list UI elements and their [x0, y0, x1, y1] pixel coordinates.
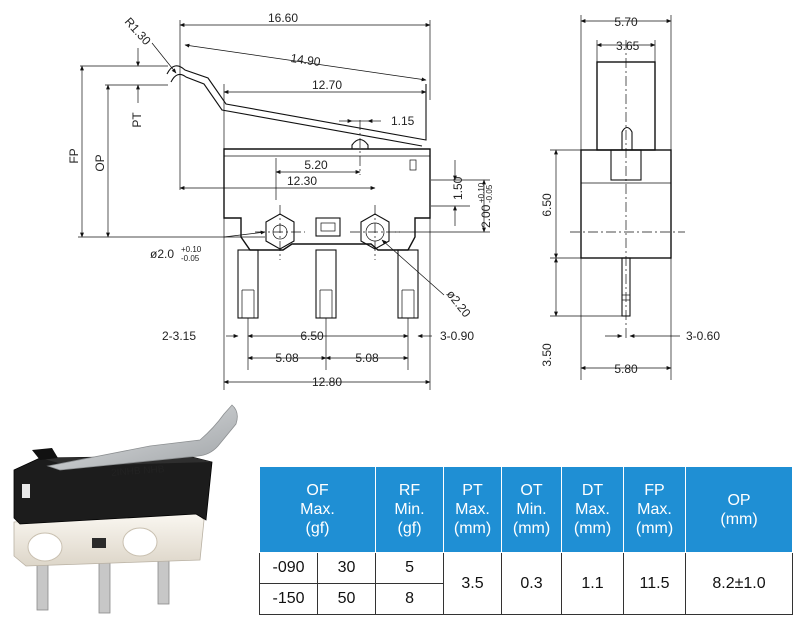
cell-of: 50	[316, 583, 377, 615]
dim-1270: 12.70	[312, 78, 342, 92]
side-view: R1.30 16.60 14.90 12.70 1.15 5.20 12.30 …	[67, 11, 494, 390]
table-row: -090 30 5 3.5 0.3 1.1 11.5 8.2±1.0	[259, 552, 794, 615]
pin-right	[397, 249, 419, 319]
dim-1280: 12.80	[312, 375, 342, 389]
cell-op: 8.2±1.0	[685, 552, 794, 615]
dim-pins-left: 2-3.15	[162, 329, 196, 343]
dim-hole-220: ø2.20	[444, 287, 474, 320]
dim-520: 5.20	[304, 158, 328, 172]
cell-rf: 8	[375, 583, 445, 615]
cell-model: -090	[259, 552, 318, 584]
header-op: OP(mm)	[685, 466, 794, 553]
side-body-outline	[223, 148, 431, 251]
dim-200: 2.00	[479, 204, 493, 228]
dim-150: 1.50	[451, 176, 465, 200]
cell-fp: 11.5	[623, 552, 687, 615]
cell-of: 30	[316, 552, 377, 584]
dim-508-a: 5.08	[275, 351, 299, 365]
cell-rf: 5	[375, 552, 445, 584]
dim-508-b: 5.08	[355, 351, 379, 365]
switch-photo: 2INHB NHB	[13, 404, 238, 614]
dim-pins-right: 3-0.90	[440, 329, 474, 343]
dim-hole-20: ø2.0	[150, 247, 174, 261]
cell-ot: 0.3	[501, 552, 563, 615]
pin-left	[237, 249, 259, 319]
cell-dt: 1.1	[561, 552, 625, 615]
dim-350: 3.50	[540, 343, 554, 367]
cell-pt: 3.5	[443, 552, 503, 615]
dim-200-tol-dn: -0.05	[485, 184, 494, 203]
dim-op: OP	[93, 154, 107, 171]
switch-marking: 2INHB NHB	[111, 464, 165, 479]
dim-650: 6.50	[300, 329, 324, 343]
dim-580: 5.80	[614, 362, 638, 376]
dim-570: 5.70	[614, 15, 638, 29]
front-view: 5.70 3.65 6.50 3-0.60 3.50 5.80	[540, 15, 720, 380]
dim-365: 3.65	[616, 39, 640, 53]
dim-fp: FP	[67, 148, 81, 163]
dim-200-tol-up: +0.10	[477, 182, 486, 203]
dim-r130: R1.30	[122, 15, 154, 48]
dim-1660: 16.60	[268, 11, 298, 25]
pin-mid	[315, 249, 337, 319]
cell-model: -150	[259, 583, 318, 615]
dim-1230: 12.30	[287, 174, 317, 188]
dim-pt: PT	[130, 112, 144, 128]
dim-hole-tol-dn: -0.05	[181, 254, 200, 263]
dim-pin-060: 3-0.60	[686, 329, 720, 343]
dim-1490: 14.90	[290, 51, 322, 69]
lever	[166, 65, 427, 141]
dim-hole-tol-up: +0.10	[181, 245, 202, 254]
table-row: -150 50 8	[259, 583, 793, 615]
dim-650-front: 6.50	[540, 193, 554, 217]
dim-115: 1.15	[391, 114, 415, 128]
